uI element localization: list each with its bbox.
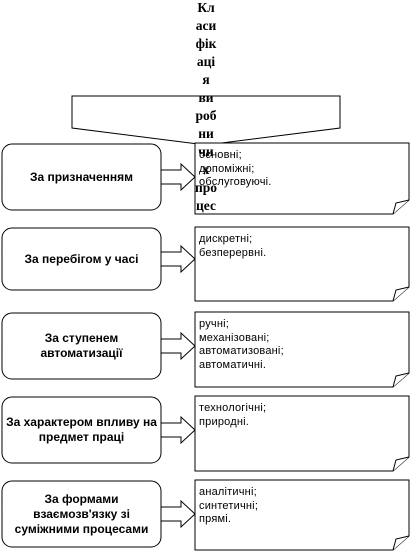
note-item: обслуговуючі. bbox=[199, 176, 272, 188]
title-line: чи bbox=[198, 144, 214, 159]
note-item: автоматизовані; bbox=[199, 345, 284, 357]
note-box-fold bbox=[392, 456, 410, 472]
note-boxes bbox=[194, 142, 410, 551]
note-item: механізовані; bbox=[199, 331, 270, 344]
connector-arrows bbox=[160, 162, 196, 529]
category-label: За ступенем автоматизації bbox=[40, 331, 123, 360]
title-line: ни bbox=[198, 126, 214, 141]
note-item: синтетичні; bbox=[199, 499, 259, 512]
note-item: технологічні; bbox=[199, 402, 267, 414]
connector-arrow bbox=[160, 499, 196, 529]
note-items: основні; допоміжні; обслуговуючі. bbox=[199, 149, 272, 190]
note-box-fold bbox=[392, 535, 410, 551]
note-item: дискретні; bbox=[199, 233, 253, 245]
note-items: дискретні; безперервні. bbox=[199, 233, 266, 260]
connector-arrow bbox=[160, 331, 196, 361]
note-item: природні. bbox=[199, 415, 250, 428]
note-item: автоматичні. bbox=[199, 358, 267, 371]
note-item: допоміжні; bbox=[199, 162, 255, 175]
connector-arrow bbox=[160, 415, 196, 445]
note-item: безперервні. bbox=[199, 246, 267, 259]
note-box-fold bbox=[392, 372, 410, 388]
title-line: аси bbox=[196, 18, 217, 33]
title-line: х bbox=[203, 162, 210, 177]
note-items: аналітичні; синтетичні; прямі. bbox=[199, 486, 258, 527]
category-boxes bbox=[1, 143, 162, 548]
header-arrow-shape bbox=[71, 95, 341, 146]
category-label: За призначенням bbox=[29, 169, 134, 184]
title-line: я bbox=[202, 72, 209, 87]
note-item: аналітичні; bbox=[199, 486, 257, 498]
note-item: основні; bbox=[199, 149, 242, 161]
note-box-fold bbox=[392, 199, 410, 215]
note-item: прямі. bbox=[199, 513, 232, 525]
category-label: За перебігом у часі bbox=[24, 251, 139, 266]
title-vertical-text: Кл аси фік аці я ви роб ни чи х про цес bbox=[195, 0, 217, 213]
connector-arrow bbox=[160, 162, 196, 192]
category-label: За характером впливу на предмет праці bbox=[6, 415, 157, 444]
note-box-fold bbox=[392, 286, 410, 302]
title-line: про bbox=[195, 180, 217, 195]
category-label: За формами взаємозв'язку зі суміжними пр… bbox=[14, 491, 149, 536]
title-line: ви bbox=[198, 90, 213, 105]
connector-arrow bbox=[160, 244, 196, 274]
title-line: цес bbox=[196, 198, 216, 213]
title-line: роб bbox=[195, 108, 216, 123]
title-line: Кл bbox=[197, 0, 215, 15]
title-line: аці bbox=[197, 54, 216, 69]
note-items: технологічні; природні. bbox=[199, 402, 266, 429]
title-line: фік bbox=[196, 36, 217, 51]
note-items: ручні; механізовані; автоматизовані; авт… bbox=[199, 318, 284, 372]
note-item: ручні; bbox=[199, 318, 229, 330]
